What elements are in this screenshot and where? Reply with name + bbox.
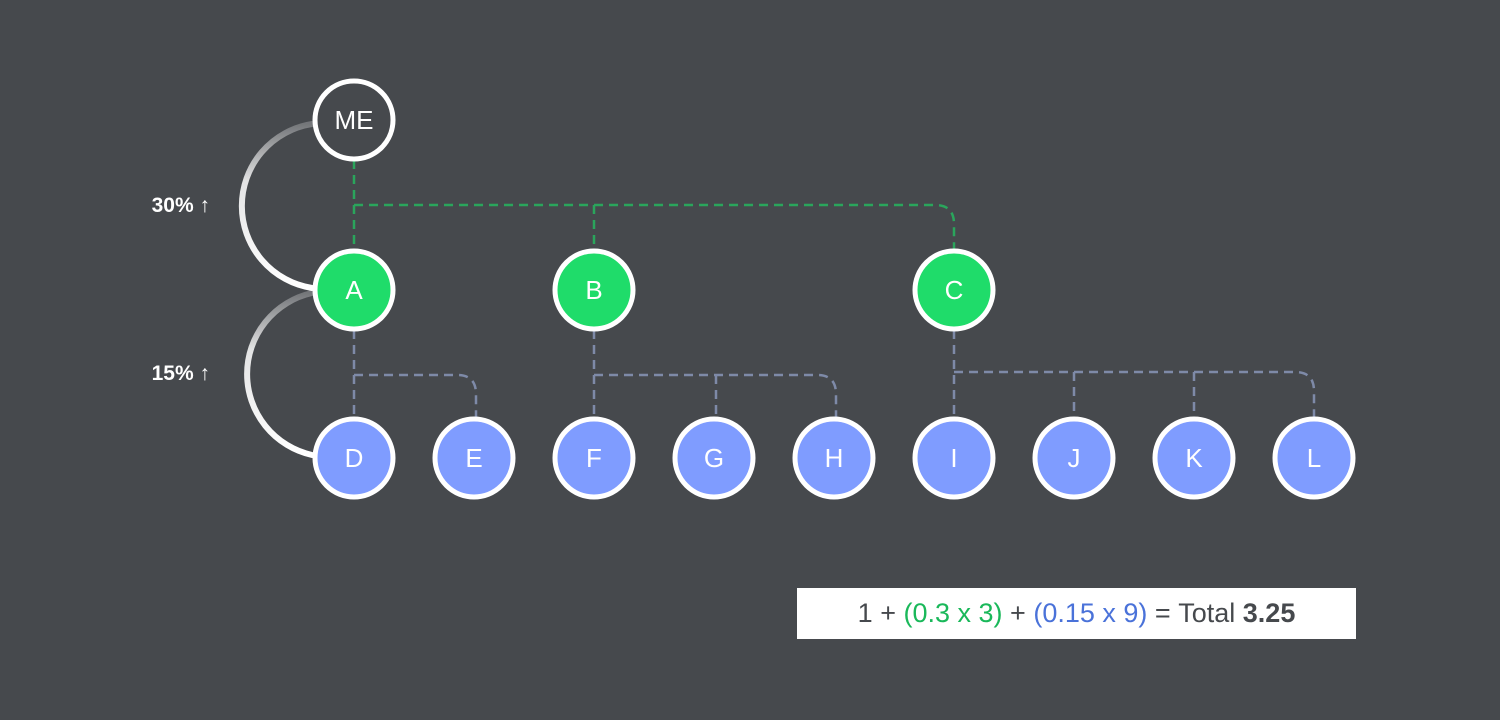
node-c-label: C [945, 275, 964, 305]
node-g-label: G [704, 443, 724, 473]
level1-bracket-arc [238, 121, 315, 291]
level2-percentage: 15% ↑ [152, 362, 210, 385]
node-k-label: K [1185, 443, 1203, 473]
node-e: E [432, 416, 516, 500]
node-l: L [1272, 416, 1356, 500]
node-b-label: B [585, 275, 602, 305]
formula-base: 1 [857, 598, 873, 628]
level1-percentage: 30% ↑ [152, 194, 210, 217]
formula-level1-term: (0.3 x 3) [903, 598, 1003, 628]
node-b: B [552, 248, 636, 332]
node-h: H [792, 416, 876, 500]
formula-total-label: Total [1178, 598, 1236, 628]
node-j: J [1032, 416, 1116, 500]
level2-connectors [352, 330, 1316, 418]
formula-total-value: 3.25 [1242, 598, 1296, 628]
level1-connectors [352, 160, 956, 250]
node-l-label: L [1307, 443, 1321, 473]
node-me-label: ME [335, 105, 374, 135]
node-j-label: J [1068, 443, 1081, 473]
node-f-label: F [586, 443, 602, 473]
level2-bracket-arc [244, 290, 315, 458]
node-i-label: I [950, 443, 957, 473]
node-me: ME [312, 78, 396, 162]
node-d: D [312, 416, 396, 500]
formula-equals: = [1154, 598, 1171, 628]
node-a-label: A [345, 275, 363, 305]
node-i: I [912, 416, 996, 500]
node-d-label: D [345, 443, 364, 473]
node-h-label: H [825, 443, 844, 473]
node-g: G [672, 416, 756, 500]
node-f: F [552, 416, 636, 500]
node-e-label: E [465, 443, 482, 473]
formula-plus-2: + [1010, 598, 1026, 628]
formula-level2-term: (0.15 x 9) [1033, 598, 1148, 628]
formula-plus-1: + [880, 598, 896, 628]
node-k: K [1152, 416, 1236, 500]
node-a: A [312, 248, 396, 332]
node-c: C [912, 248, 996, 332]
formula-box: 1 + (0.3 x 3) + (0.15 x 9) = Total 3.25 [797, 588, 1356, 639]
